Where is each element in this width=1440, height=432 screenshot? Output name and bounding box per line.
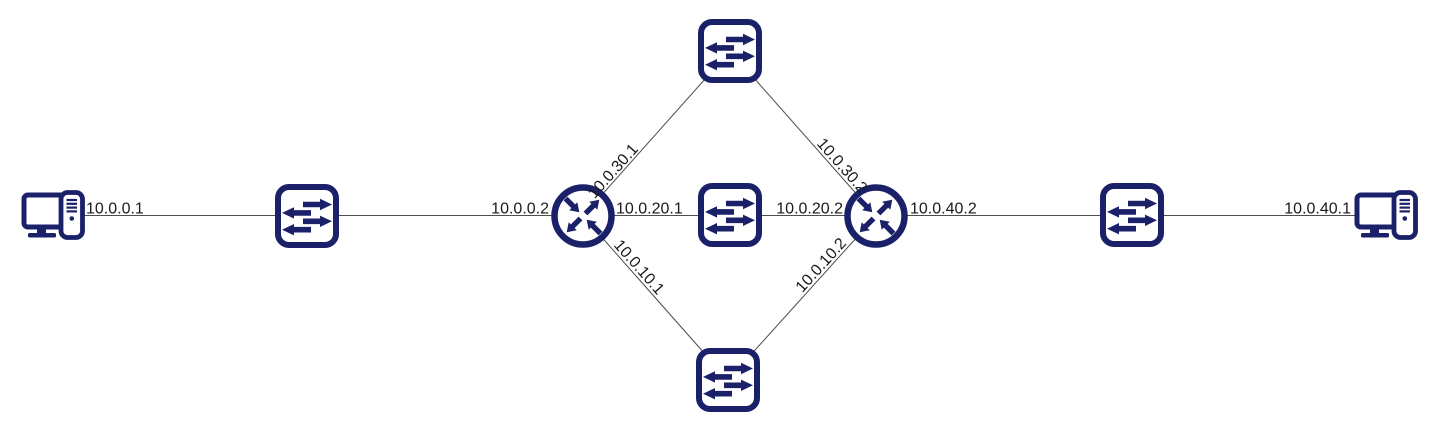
computer-icon-pc-left[interactable] <box>24 193 83 238</box>
router-icon-right[interactable] <box>848 188 905 245</box>
switch-icon-right[interactable] <box>1103 186 1161 244</box>
ip-label-router-left-s: 10.0.10.1 <box>610 237 667 298</box>
switch-icon-top[interactable] <box>701 22 759 80</box>
ip-label-pc-right: 10.0.40.1 <box>1284 201 1351 218</box>
computer-icon-pc-right[interactable] <box>1357 193 1416 238</box>
ip-label-router-left-n: 10.0.30.1 <box>585 141 642 202</box>
ip-label-router-right-e: 10.0.40.2 <box>910 201 977 218</box>
ip-label-router-right-n: 10.0.30.2 <box>813 135 870 196</box>
switch-icon-bottom[interactable] <box>699 351 757 409</box>
ip-label-router-left-e: 10.0.20.1 <box>616 201 683 218</box>
ip-label-router-left-w: 10.0.0.2 <box>491 201 549 218</box>
switch-icon-middle[interactable] <box>701 186 759 244</box>
ip-label-router-right-w: 10.0.20.2 <box>776 201 843 218</box>
ip-label-pc-left: 10.0.0.1 <box>86 201 144 218</box>
ip-label-router-right-s: 10.0.10.2 <box>793 235 850 296</box>
router-icon-left[interactable] <box>555 188 612 245</box>
switch-icon-left[interactable] <box>278 187 336 245</box>
